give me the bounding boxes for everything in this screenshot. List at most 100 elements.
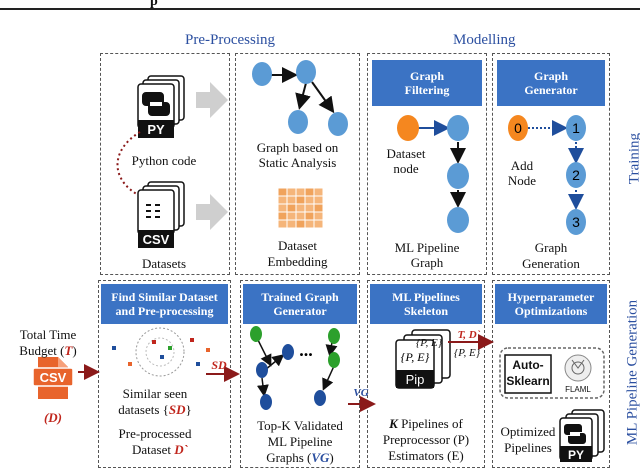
embedding-cell xyxy=(286,187,297,197)
embedding-cell xyxy=(295,211,306,221)
embedding-cell xyxy=(277,187,288,197)
graph-caption-1: Graph based on xyxy=(256,140,339,155)
topk-caption-2: ML Pipeline xyxy=(267,434,333,449)
graph-caption-2: Static Analysis xyxy=(258,155,337,170)
pipeline-graph-label-1: ML Pipeline xyxy=(394,240,460,255)
embedding-cell xyxy=(304,211,315,221)
autosklearn-label-2: Sklearn xyxy=(506,374,550,388)
graph-generation-label-2: Generation xyxy=(522,256,580,271)
section-modelling: Modelling xyxy=(453,32,516,48)
grey-arrow-top xyxy=(196,82,228,118)
skeleton-caption-1: K Pipelines of xyxy=(389,416,463,431)
pipeline-file-stack-icon xyxy=(395,329,451,389)
embed-caption-2: Embedding xyxy=(267,254,328,269)
similar-seen-label-2: datasets {SD} xyxy=(118,402,192,417)
td-arrow-label: T, D` xyxy=(457,329,481,341)
embedding-cell xyxy=(277,219,288,229)
embedding-cell xyxy=(277,203,288,213)
embedding-cell xyxy=(313,219,324,229)
embedding-cell xyxy=(313,195,324,205)
section-preprocessing: Pre-Processing xyxy=(185,32,275,48)
dotted-connector xyxy=(116,131,141,197)
time-budget-label-2: Budget (T) xyxy=(19,343,77,358)
similar-datasets-scatter xyxy=(112,327,210,377)
embedding-cell xyxy=(286,195,297,205)
embedding-cell xyxy=(295,203,306,213)
preprocessed-label-1: Pre-processed xyxy=(118,426,192,441)
pipeline-graph-label-2: Graph xyxy=(410,255,444,270)
embedding-cell xyxy=(313,211,324,221)
embedding-cell xyxy=(304,203,315,213)
preprocessed-label-2: Dataset D` xyxy=(132,442,188,457)
embedding-cell xyxy=(286,203,297,213)
csv-label: CSV xyxy=(143,232,170,247)
pip-label: Pip xyxy=(406,372,425,387)
flaml-logo xyxy=(564,354,592,382)
grey-arrow-bottom xyxy=(196,194,228,230)
python-file-stack-icon xyxy=(137,75,185,138)
skeleton-caption-3: Estimators (E) xyxy=(388,448,464,463)
embedding-cell xyxy=(313,187,324,197)
optimized-label-2: Pipelines xyxy=(504,440,552,455)
embedding-cell xyxy=(277,195,288,205)
input-csv-icon xyxy=(32,357,74,399)
datasets-label: Datasets xyxy=(141,256,187,271)
gen-node-3: 3 xyxy=(572,214,580,230)
embed-caption-1: Dataset xyxy=(278,238,317,253)
embedding-cell xyxy=(313,203,324,213)
embedding-cell xyxy=(286,211,297,221)
vg-arrow-label: VG xyxy=(353,387,369,399)
top-rule xyxy=(0,8,640,10)
topk-caption-3: Graphs (VG) xyxy=(266,450,334,465)
add-node-label-1: Add xyxy=(510,158,534,173)
top-k-graphs xyxy=(250,326,340,410)
skeleton-caption-2: Preprocessor (P) xyxy=(382,432,470,447)
dataset-node-label-2: node xyxy=(393,161,419,176)
gen-node-0: 0 xyxy=(514,120,522,136)
embedding-cell xyxy=(304,187,315,197)
csv-file-stack-icon xyxy=(137,181,185,248)
embedding-cell xyxy=(286,219,297,229)
embedding-cell xyxy=(277,211,288,221)
add-node-label-2: Node xyxy=(507,173,537,188)
header-fragment: p xyxy=(150,0,158,9)
dataset-node-label-1: Dataset xyxy=(386,146,426,161)
similar-seen-label-1: Similar seen xyxy=(122,386,188,401)
embedding-cell xyxy=(295,219,306,229)
filtering-graph xyxy=(397,115,469,233)
embedding-cell xyxy=(295,187,306,197)
sd-arrow-label: SD xyxy=(211,358,227,372)
embedding-cell xyxy=(304,219,315,229)
embedding-cell xyxy=(295,195,306,205)
graph-dots: ... xyxy=(299,340,313,360)
embedding-grid xyxy=(277,187,324,229)
gen-node-2: 2 xyxy=(572,167,580,183)
skeleton-pe-back: {P, E} xyxy=(415,337,443,349)
topk-caption-1: Top-K Validated xyxy=(257,418,343,433)
embedding-cell xyxy=(304,195,315,205)
optimized-label-1: Optimized xyxy=(500,424,556,439)
py-label-optimized: PY xyxy=(568,448,584,462)
python-code-label: Python code xyxy=(131,153,197,168)
input-csv-label: CSV xyxy=(40,370,67,385)
flaml-label: FLAML xyxy=(565,385,591,394)
optimized-python-stack-icon xyxy=(559,409,605,462)
generator-graph xyxy=(508,115,586,235)
graph-generation-label-1: Graph xyxy=(534,240,568,255)
skeleton-pe: {P, E} xyxy=(401,350,430,364)
gen-node-1: 1 xyxy=(572,120,580,136)
autosklearn-logo xyxy=(504,354,552,394)
input-dataset-label: (D) xyxy=(43,410,63,425)
automl-tools-frame xyxy=(499,347,605,399)
panel-static-analysis xyxy=(235,53,360,275)
td-arrow-pe: {P, E} xyxy=(453,347,481,359)
static-analysis-graph xyxy=(252,60,348,136)
py-label: PY xyxy=(147,122,165,137)
